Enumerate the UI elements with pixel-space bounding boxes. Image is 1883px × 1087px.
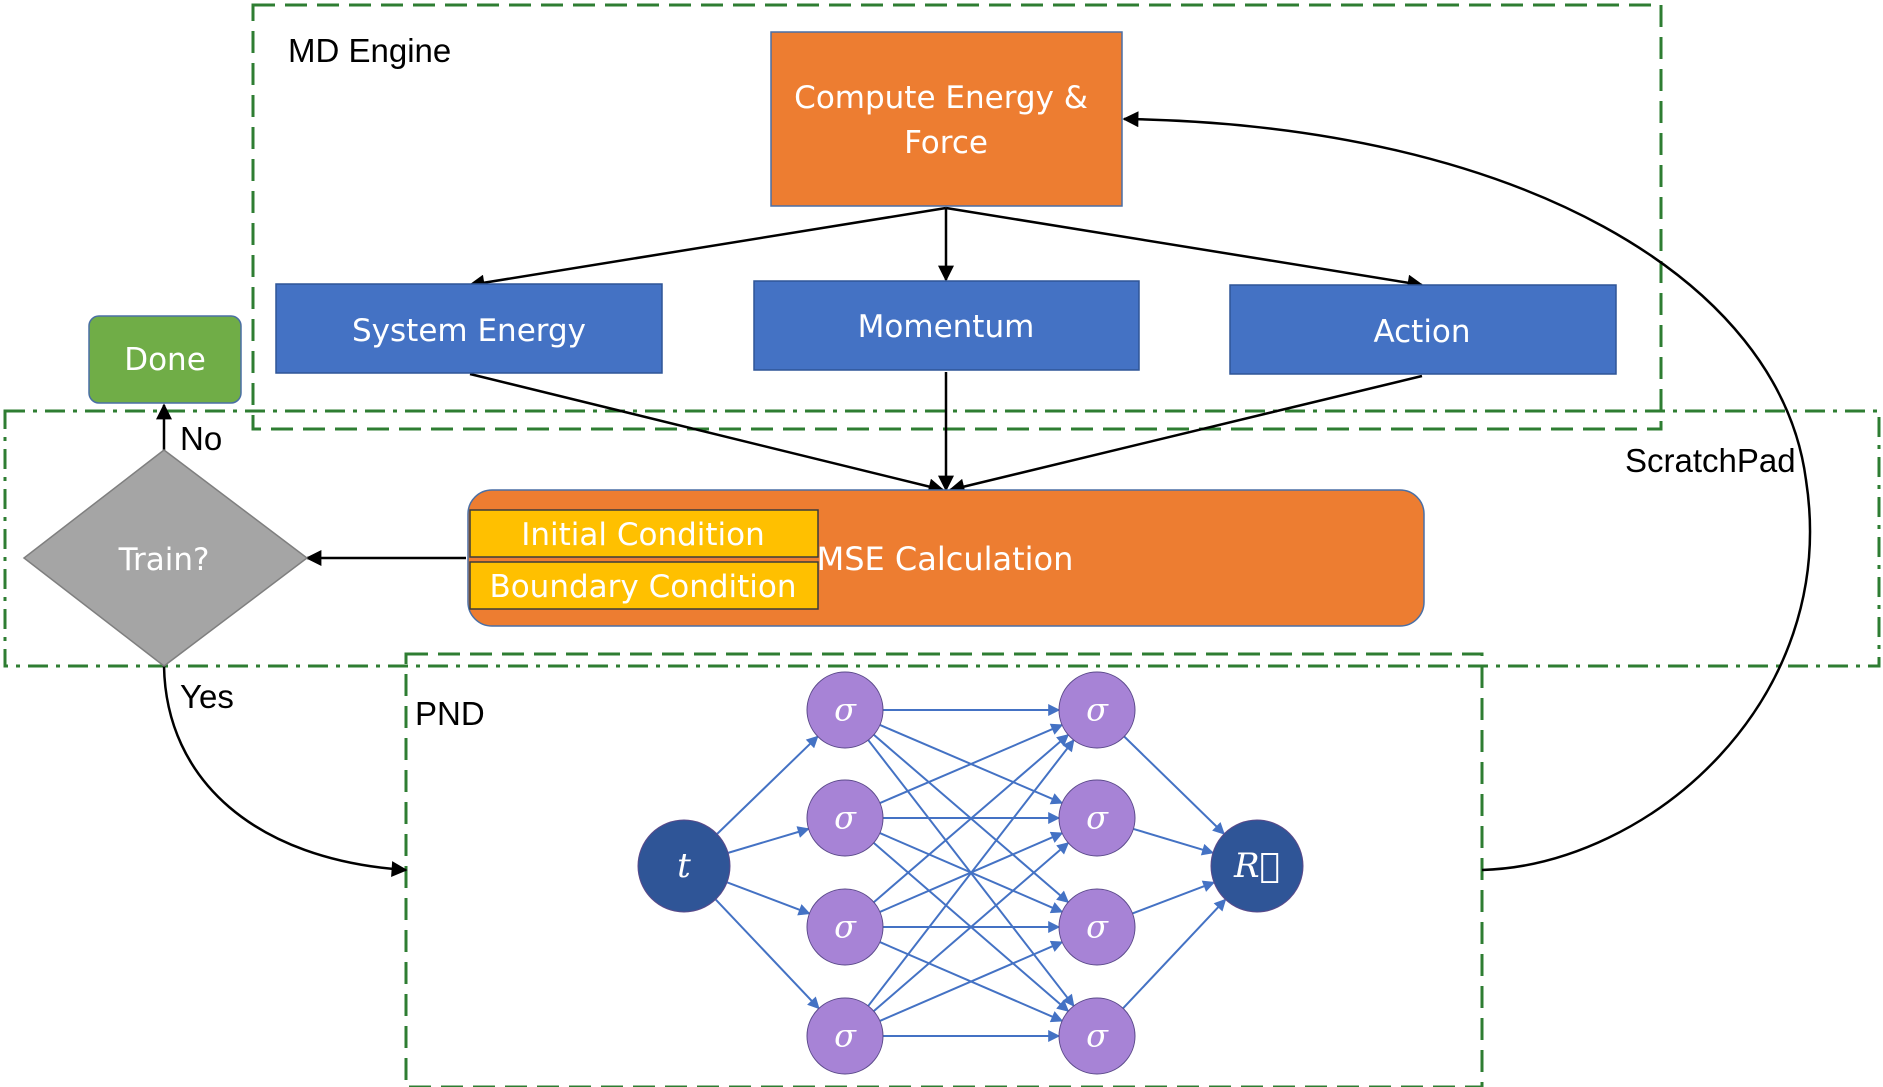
edge-input-to-h1-1 [727, 826, 810, 854]
boundary-condition-label: Boundary Condition [489, 569, 796, 605]
md-engine-region [251, 3, 1663, 431]
done-label: Done [124, 342, 206, 378]
edge-input-to-h1-0 [716, 735, 819, 835]
input-neuron-t-label: t [677, 846, 691, 886]
hidden-neuron-l1-1 [806, 779, 884, 857]
scratchpad-label: ScratchPad [1625, 442, 1796, 479]
hidden-neuron-l2-1 [1058, 779, 1136, 857]
arrow-pnd-feedback-to-compute [1122, 111, 1812, 872]
network-connections [714, 704, 1227, 1042]
compute-energy-force-label: Compute Energy & Force [794, 80, 1098, 161]
hidden-neuron-l1-3-label: σ [834, 1017, 857, 1055]
edge-h2-1-to-output [1133, 827, 1215, 856]
hidden-neuron-l2-0-label: σ [1086, 691, 1109, 729]
system-energy-box [275, 283, 663, 374]
md-engine-label: MD Engine [288, 32, 451, 69]
mse-calculation-label: MSE Calculation [817, 540, 1074, 578]
edge-h1-3-to-h2-2 [879, 940, 1064, 1022]
hidden-neuron-l2-1-label: σ [1086, 799, 1109, 837]
edge-label-no: No [180, 420, 222, 457]
train-label: Train? [118, 542, 210, 578]
done-box [88, 315, 242, 404]
edge-input-to-h1-2 [726, 881, 811, 916]
arrow-system-energy-to-mse [469, 372, 945, 495]
scratchpad-region [3, 409, 1881, 668]
pnd-label: PND [415, 695, 485, 732]
hidden-neuron-l1-1-label: σ [834, 799, 857, 837]
hidden-neuron-l2-3-label: σ [1086, 1017, 1109, 1055]
input-neuron-t [637, 819, 731, 913]
arrow-action-to-mse [948, 374, 1423, 495]
compute-line-1: Compute Energy & [794, 80, 1088, 116]
momentum-box [753, 280, 1140, 371]
initial-condition-box [469, 509, 819, 558]
edge-input-to-h1-3 [714, 898, 820, 1010]
system-energy-label: System Energy [352, 313, 586, 349]
hidden-neuron-l2-0 [1058, 671, 1136, 749]
edge-label-yes: Yes [180, 678, 234, 715]
train-decision-diamond [22, 449, 309, 667]
arrow-compute-to-system-energy [468, 206, 947, 291]
action-label: Action [1373, 314, 1470, 350]
arrow-train-yes-to-pnd [162, 665, 408, 878]
initial-condition-label: Initial Condition [521, 517, 765, 553]
hidden-neuron-l2-2-label: σ [1086, 908, 1109, 946]
compute-energy-force-box [770, 31, 1123, 207]
edge-h1-1-to-h2-0 [879, 723, 1064, 804]
output-neuron-r [1210, 819, 1304, 913]
edge-h1-3-to-h2-0 [867, 739, 1075, 1007]
arrow-compute-to-action [945, 206, 1424, 291]
momentum-label: Momentum [858, 309, 1035, 345]
boundary-condition-box [469, 561, 819, 610]
hidden-neuron-l1-2-label: σ [834, 908, 857, 946]
edge-h1-2-to-h2-0 [873, 734, 1070, 903]
hidden-neuron-l1-0 [806, 671, 884, 749]
edge-h1-3-to-h2-1 [873, 842, 1070, 1012]
action-box [1229, 284, 1617, 375]
compute-line-2: Force [904, 125, 988, 161]
hidden-neuron-l1-2 [806, 888, 884, 966]
edge-h2-0-to-output [1123, 735, 1225, 835]
hidden-neuron-l1-0-label: σ [834, 691, 857, 729]
hidden-neuron-l2-3 [1058, 997, 1136, 1075]
pnd-region [404, 652, 1484, 1087]
edge-h2-3-to-output [1122, 898, 1227, 1010]
hidden-neuron-l2-2 [1058, 888, 1136, 966]
hidden-neuron-l1-3 [806, 997, 884, 1075]
connectors [156, 111, 1812, 878]
output-neuron-r-label: R⃗ [1233, 846, 1280, 886]
edge-h2-2-to-output [1132, 880, 1216, 915]
